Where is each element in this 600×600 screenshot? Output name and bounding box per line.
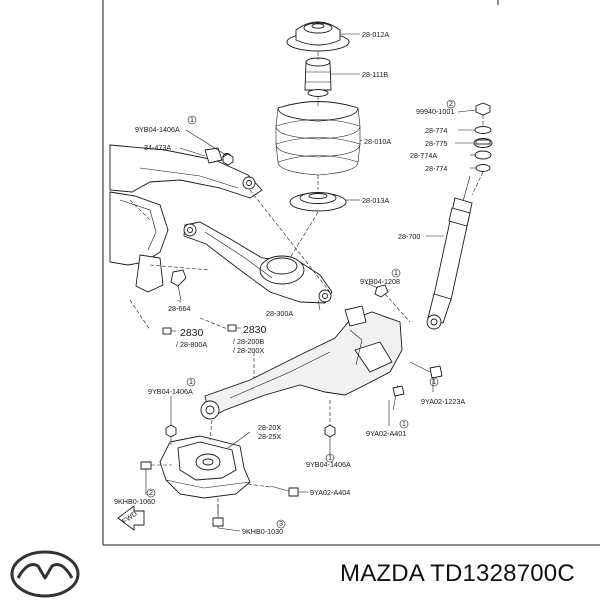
label-28-774: 28-774 [425,126,447,135]
nut-9YB04-1406A-mid [165,424,177,438]
label-28-012A: 28-012A [362,30,389,39]
label-28-664: 28-664 [168,304,190,313]
label-99940-1001: 99940-1001 [416,107,454,116]
label-9YA02-A404: 9YA02-A404 [310,488,350,497]
quantity-circles [146,99,456,529]
label-28-800A: / 28-800A [176,340,207,349]
label-28-774-b: 28-774 [425,164,447,173]
bump-stop [304,57,332,97]
leader-lines [145,33,477,532]
label-28-20X: 28-20X [258,423,281,432]
nut-9YB04-1406A-low [324,424,336,438]
qty-9KHB0-1030: 3 [279,519,283,528]
label-9YA02-1223A: 9YA02-1223A [421,397,465,406]
qty-9YA02-1223A: 1 [432,377,436,386]
label-28-774A: 28-774A [410,151,437,160]
bolt-9YA02-1223A [409,361,443,379]
qty-9YB04-1208: 1 [394,268,398,277]
qty-99940: 2 [449,99,453,108]
bolt-9YB04-1208 [374,284,389,298]
label-28-300A: 28-300A [266,309,293,318]
subframe [109,144,263,293]
label-28-775: 28-775 [425,139,447,148]
label-28-25X: 28-25X [258,432,281,441]
label-2830-b: 2830 [243,324,267,336]
trailing-arm [200,305,403,420]
coil-spring [275,101,361,176]
assembly-dashed-lines [129,52,484,515]
qty-9KHB0-1060: 2 [149,488,153,497]
label-28-200B: / 28-200B [233,337,264,346]
nut-9YB04-1406A-top [222,153,234,166]
brand-footer: MAZDA TD1328700C [0,548,600,600]
label-28-111B: 28-111B [362,70,388,79]
label-9YB04-1406A-mid: 9YB04-1406A [148,387,193,396]
bolt-9KHB0-1060 [140,461,152,490]
forward-direction-arrow-icon [117,505,145,531]
label-9KHB0-1030: 9KHB0-1030 [242,527,283,536]
ref-icon-2830-b [227,324,241,332]
label-28-013A: 28-013A [362,196,389,205]
shock-absorber [426,175,473,330]
label-9YB04-1406A-top: 9YB04-1406A [135,125,180,134]
spring-seat-upper [286,21,350,52]
lower-arm [183,221,333,304]
label-28-010A: 28-010A [364,137,391,146]
part-number-title: MAZDA TD1328700C [340,560,575,587]
bolt-9YA02-A404 [269,485,299,497]
label-9KHB0-1060: 9KHB0-1060 [114,497,155,506]
shock-nut-stack [473,102,493,172]
qty-9YB04-low: 1 [328,453,332,462]
qty-9YB04-top: 1 [190,115,194,124]
qty-9YA02-A401: 1 [402,419,406,428]
label-28-700: 28-700 [398,232,420,241]
spring-seat-lower [289,192,347,212]
ref-icon-2830-a [162,327,176,335]
label-28-200X: / 28-200X [233,346,264,355]
label-9YB04-1208: 9YB04-1208 [360,277,400,286]
label-2830-a: 2830 [180,327,204,339]
label-9YB04-1406A-low: 9YB04-1406A [306,460,351,469]
label-34-473A: 34-473A [144,143,171,152]
bolt-9YA02-A401 [392,384,405,411]
qty-9YB04-mid: 1 [189,377,193,386]
bolt-28-664 [170,269,187,301]
mount-bracket [159,435,251,499]
label-9YA02-A401: 9YA02-A401 [366,429,406,438]
mazda-logo-icon [10,550,80,598]
